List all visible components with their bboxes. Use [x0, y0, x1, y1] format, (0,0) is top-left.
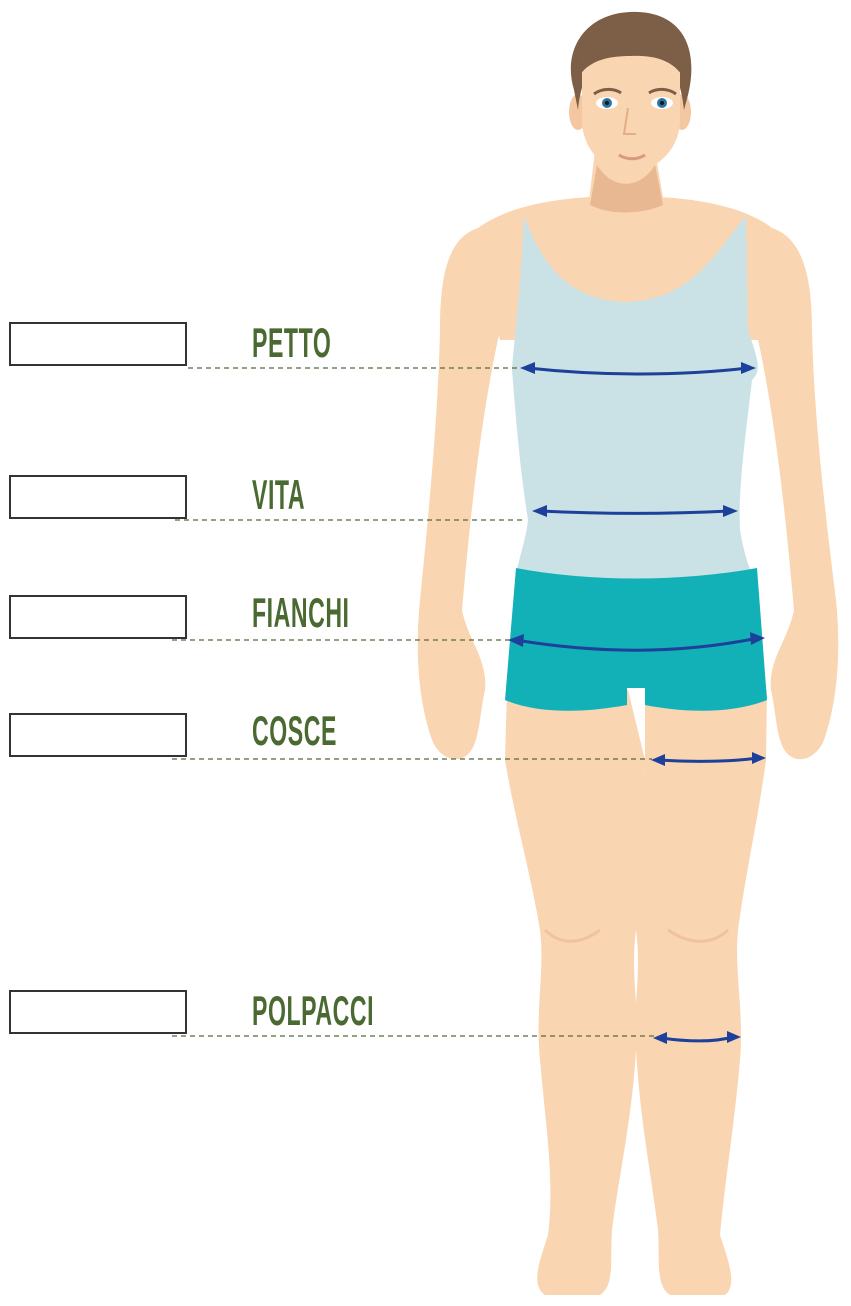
- right-arm: [756, 228, 838, 759]
- cosce-label: COSCE: [252, 708, 337, 754]
- left-arm: [418, 228, 500, 759]
- polpacci-label: POLPACCI: [252, 988, 374, 1034]
- vita-label: VITA: [252, 472, 305, 518]
- left-leg: [505, 690, 645, 1295]
- right-leg: [635, 690, 767, 1295]
- fianchi-label: FIANCHI: [252, 590, 350, 636]
- petto-label: PETTO: [252, 320, 331, 366]
- fianchi-input[interactable]: [9, 595, 187, 639]
- polpacci-input[interactable]: [9, 990, 187, 1034]
- cosce-input[interactable]: [9, 713, 187, 757]
- vita-input[interactable]: [9, 475, 187, 519]
- petto-input[interactable]: [9, 322, 187, 366]
- shorts: [505, 568, 767, 711]
